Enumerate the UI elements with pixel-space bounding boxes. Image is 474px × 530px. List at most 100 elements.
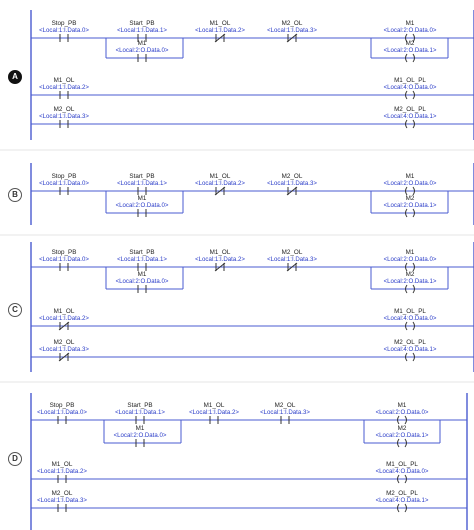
option-b-badge[interactable]: B [8, 188, 22, 202]
tag-address: <Local:1:I.Data.3> [260, 409, 310, 416]
tag-name: M2_OL [54, 106, 75, 113]
tag-name: M1 [406, 249, 415, 256]
tag-name: M1_OL_PL [386, 461, 418, 468]
coil-arc [412, 208, 415, 218]
tag-address: <Local:2:O.Data.1> [384, 278, 437, 285]
tag-name: Start_PB [129, 20, 154, 27]
coil-arc [404, 503, 407, 513]
no-contact: M2_OL<Local:1:I.Data.3> [260, 402, 310, 424]
option-d-badge[interactable]: D [8, 452, 22, 466]
tag-address: <Local:1:I.Data.2> [195, 180, 245, 187]
no-contact: Start_PB<Local:1:I.Data.1> [117, 173, 167, 195]
no-contact: M1_OL<Local:1:I.Data.2> [37, 461, 87, 483]
tag-address: <Local:4:O.Data.0> [384, 84, 437, 91]
tag-address: <Local:2:O.Data.1> [384, 47, 437, 54]
tag-address: <Local:1:I.Data.1> [117, 27, 167, 34]
output-coil: M2_OL_PL<Local:4:O.Data.1> [376, 490, 429, 513]
contact-slash [286, 33, 298, 43]
contact-slash [214, 262, 226, 272]
tag-address: <Local:1:I.Data.2> [37, 468, 87, 475]
tag-address: <Local:2:O.Data.0> [116, 47, 169, 54]
coil-arc [412, 186, 415, 196]
coil-arc [405, 321, 408, 331]
coil-arc [405, 119, 408, 129]
coil-arc [412, 352, 415, 362]
coil-arc [405, 352, 408, 362]
no-contact: Start_PB<Local:1:I.Data.1> [115, 402, 165, 424]
no-contact: Stop_PB<Local:1:I.Data.0> [39, 20, 89, 42]
tag-address: <Local:1:I.Data.2> [195, 27, 245, 34]
coil-arc [397, 415, 400, 425]
tag-address: <Local:1:I.Data.3> [39, 346, 89, 353]
tag-address: <Local:2:O.Data.0> [114, 432, 167, 439]
output-coil: M1_OL_PL<Local:4:O.Data.0> [384, 308, 437, 331]
tag-name: M1_OL [54, 308, 75, 315]
tag-address: <Local:1:I.Data.3> [267, 256, 317, 263]
rung: Stop_PB<Local:1:I.Data.0>Start_PB<Local:… [31, 249, 474, 294]
tag-name: M2_OL [282, 173, 303, 180]
tag-address: <Local:1:I.Data.1> [117, 256, 167, 263]
tag-name: Start_PB [127, 402, 152, 409]
output-coil: M1<Local:2:O.Data.0> [376, 402, 429, 425]
no-contact: M1<Local:2:O.Data.0> [116, 271, 169, 293]
option-c-badge[interactable]: C [8, 303, 22, 317]
coil-arc [412, 53, 415, 63]
tag-address: <Local:1:I.Data.2> [39, 84, 89, 91]
contact-slash [286, 262, 298, 272]
no-contact: Stop_PB<Local:1:I.Data.0> [39, 173, 89, 195]
rung: M2_OL<Local:1:I.Data.3> M2_OL_PL<Local:4:… [31, 106, 474, 129]
tag-name: M2_OL [282, 20, 303, 27]
tag-address: <Local:1:I.Data.3> [267, 180, 317, 187]
no-contact: M2_OL<Local:1:I.Data.3> [39, 106, 89, 128]
tag-name: M1 [406, 20, 415, 27]
option-a-diagram: Stop_PB<Local:1:I.Data.0>Start_PB<Local:… [30, 10, 474, 140]
tag-name: M1 [406, 173, 415, 180]
tag-name: M1_OL [210, 249, 231, 256]
nc-contact: M1_OL<Local:1:I.Data.2> [39, 308, 89, 331]
nc-contact: M2_OL<Local:1:I.Data.3> [267, 173, 317, 196]
option-b-diagram: Stop_PB<Local:1:I.Data.0> Start_PB<Local:… [30, 163, 474, 225]
rung: Stop_PB<Local:1:I.Data.0>Start_PB<Local:… [31, 20, 474, 63]
no-contact: Stop_PB<Local:1:I.Data.0> [39, 249, 89, 271]
tag-name: M2 [406, 195, 415, 202]
nc-contact: M1_OL<Local:1:I.Data.2> [195, 173, 245, 196]
coil-arc [397, 503, 400, 513]
no-contact: M1<Local:2:O.Data.0> [116, 195, 169, 217]
tag-name: M1_OL [210, 20, 231, 27]
tag-name: M2_OL_PL [394, 339, 426, 346]
tag-name: M2 [398, 425, 407, 432]
no-contact: Start_PB<Local:1:I.Data.1> [117, 249, 167, 271]
tag-address: <Local:1:I.Data.3> [267, 27, 317, 34]
contact-slash [286, 186, 298, 196]
tag-address: <Local:4:O.Data.0> [384, 315, 437, 322]
output-coil: M2_OL_PL<Local:4:O.Data.1> [384, 339, 437, 362]
option-d-diagram: Stop_PB<Local:1:I.Data.0>Start_PB<Local:… [30, 393, 468, 530]
tag-address: <Local:1:I.Data.0> [39, 180, 89, 187]
tag-name: M1_OL_PL [394, 308, 426, 315]
no-contact: M1_OL<Local:1:I.Data.2> [189, 402, 239, 424]
tag-address: <Local:4:O.Data.0> [376, 468, 429, 475]
tag-address: <Local:1:I.Data.1> [117, 180, 167, 187]
coil-arc [412, 284, 415, 294]
rung: M1_OL<Local:1:I.Data.2> M1_OL_PL<Local:4:… [31, 77, 474, 100]
output-coil: M1_OL_PL<Local:4:O.Data.0> [384, 77, 437, 100]
tag-address: <Local:1:I.Data.3> [37, 497, 87, 504]
output-coil: M1<Local:2:O.Data.0> [384, 20, 437, 43]
tag-name: M2 [406, 271, 415, 278]
tag-address: <Local:2:O.Data.0> [376, 409, 429, 416]
coil-arc [405, 284, 408, 294]
tag-name: Start_PB [129, 249, 154, 256]
output-coil: M2<Local:2:O.Data.1> [384, 271, 437, 294]
output-coil: M2_OL_PL<Local:4:O.Data.1> [384, 106, 437, 129]
no-contact: M1_OL<Local:1:I.Data.2> [39, 77, 89, 99]
nc-contact: M2_OL<Local:1:I.Data.3> [39, 339, 89, 362]
coil-arc [404, 474, 407, 484]
output-coil: M1_OL_PL<Local:4:O.Data.0> [376, 461, 429, 484]
rung: M1_OL<Local:1:I.Data.2> M1_OL_PL<Local:4:… [31, 461, 467, 484]
nc-contact: M1_OL<Local:1:I.Data.2> [195, 20, 245, 43]
tag-address: <Local:4:O.Data.1> [376, 497, 429, 504]
option-a-badge[interactable]: A [8, 70, 22, 84]
tag-name: M1_OL [204, 402, 225, 409]
tag-name: M1 [398, 402, 407, 409]
